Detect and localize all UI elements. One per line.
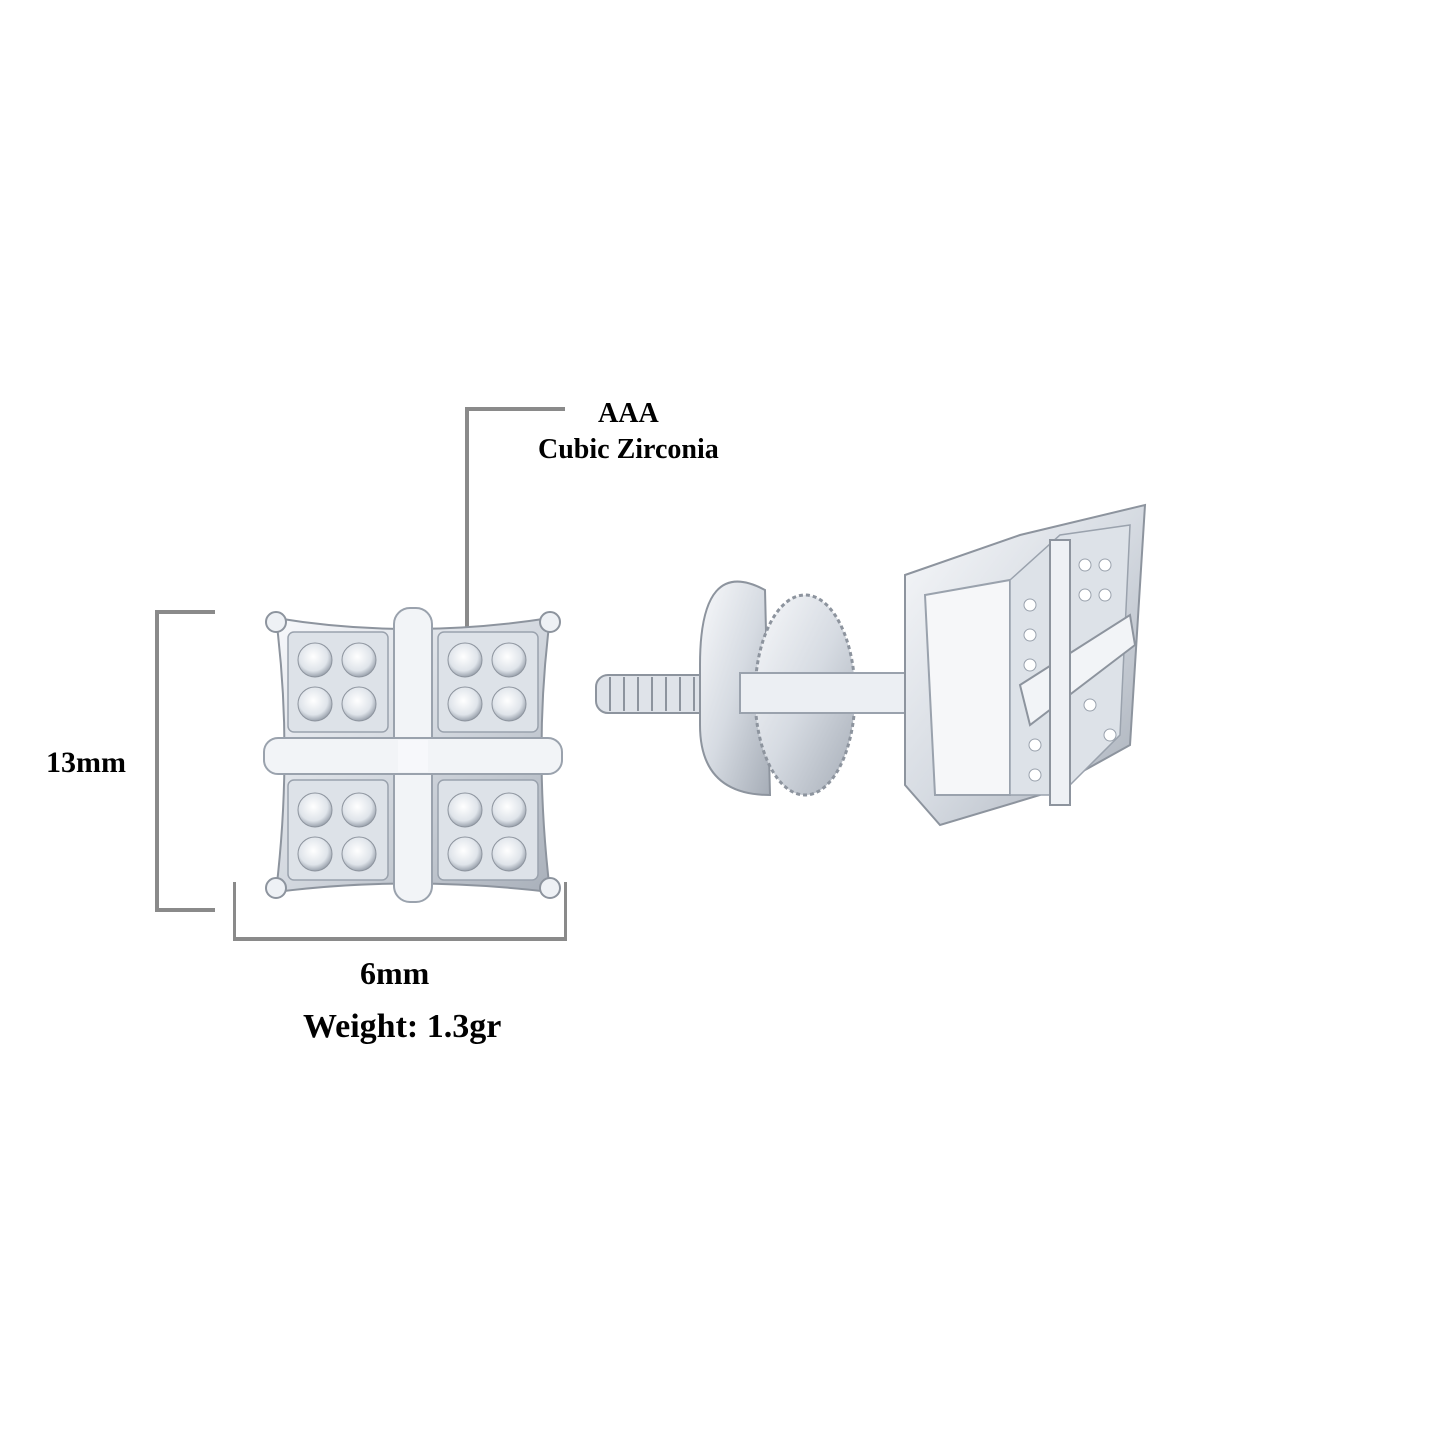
height-bracket-top <box>155 610 215 614</box>
callout-material-label: Cubic Zirconia <box>538 434 719 465</box>
height-bracket-bottom <box>155 908 215 912</box>
earring-side-view-image <box>595 503 1147 827</box>
callout-leader-horizontal <box>465 407 565 411</box>
earring-front-view-image <box>263 607 563 903</box>
height-bracket-vertical <box>155 610 159 912</box>
height-dimension-label: 13mm <box>46 746 126 779</box>
weight-label: Weight: 1.3gr <box>303 1008 502 1045</box>
callout-leader-vertical <box>465 407 469 657</box>
width-bracket-horizontal <box>233 937 567 941</box>
width-dimension-label: 6mm <box>360 955 430 991</box>
width-bracket-left <box>233 882 236 940</box>
callout-grade-label: AAA <box>598 398 659 429</box>
width-bracket-right <box>564 882 567 940</box>
